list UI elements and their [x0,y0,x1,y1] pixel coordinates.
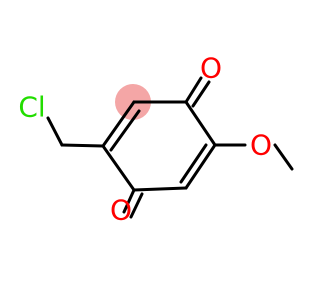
single-bonds [46,76,294,214]
top-oxygen-atom-label: O [200,52,222,85]
molecule-structure: Cl O O O [18,52,294,227]
bond-o-methoxy-ch3 [273,143,294,171]
bond-c4-c5 [184,100,217,147]
bond-c2-c3-secondary [109,109,141,152]
bond-c1-o-bottom-secondary [129,192,144,219]
structure-canvas: Cl O O O [18,51,294,227]
methoxy-oxygen-atom-label: O [250,129,272,162]
chlorine-atom-label: Cl [18,91,45,124]
bond-c2-c1 [101,144,136,192]
bond-c5-c6-secondary [179,143,208,184]
bond-c4-o-top-secondary [191,80,211,108]
bond-c2-c3-primary [101,100,136,148]
bond-cl-ch2 [46,116,64,147]
bond-ch2-c2 [60,143,105,148]
bond-c1-c6 [132,186,188,192]
bond-c5-c6-primary [184,143,217,190]
bottom-oxygen-atom-label: O [110,194,132,227]
double-bonds [101,80,217,219]
bond-c4-o-top [184,76,203,104]
bond-c1-o-bottom [122,188,136,214]
